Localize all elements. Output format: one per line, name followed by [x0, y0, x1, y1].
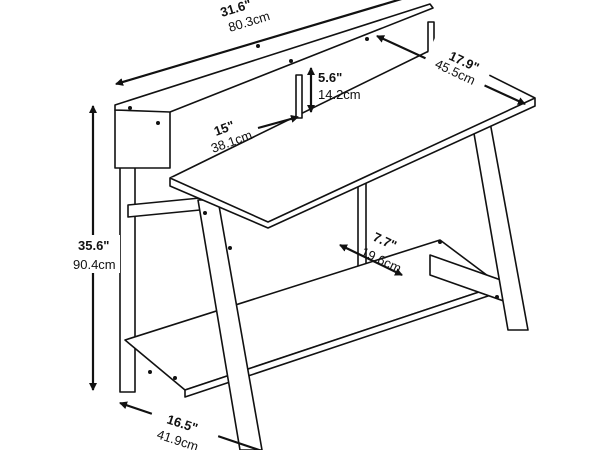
- hutch-height-cm-label: 14.2cm: [318, 87, 361, 102]
- desk-top-edge: [169, 97, 536, 223]
- shelf-depth-dimension-line: [339, 244, 403, 276]
- hutch-divider: [295, 74, 303, 119]
- width-dimension-line: [115, 0, 426, 86]
- hutch-depth-dimension-line: [257, 114, 299, 130]
- height-label-backdrop: [70, 235, 120, 273]
- top-depth-label-backdrop: [419, 37, 495, 99]
- hutch-left-box: [114, 109, 171, 169]
- hutch-height-in-label: 5.6": [318, 70, 342, 85]
- left-stretcher: [127, 197, 201, 218]
- hutch-depth-in-label: 15": [212, 118, 237, 139]
- left-back-panel: [119, 164, 136, 393]
- width-label-backdrop: [199, 0, 266, 44]
- base-depth-label-backdrop: [143, 395, 225, 450]
- height-cm-label: 90.4cm: [73, 257, 116, 272]
- height-in-label: 35.6": [78, 238, 109, 253]
